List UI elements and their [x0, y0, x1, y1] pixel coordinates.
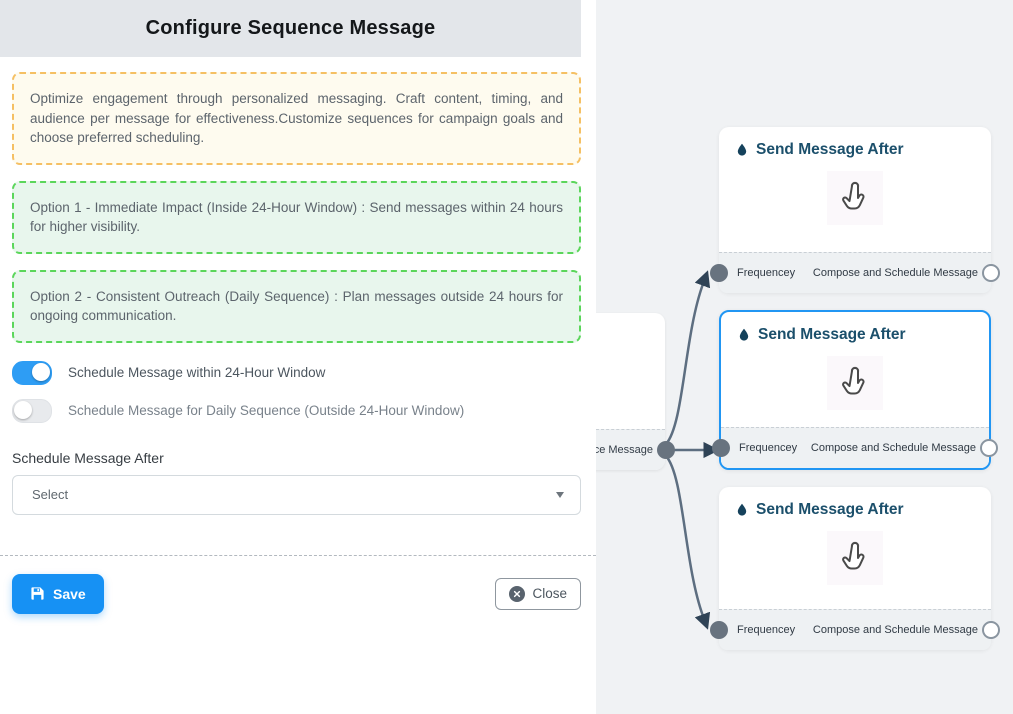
flow-node-send-message-2[interactable]: Send Message After Frequencey Compose an… — [712, 310, 998, 470]
input-handle[interactable] — [710, 621, 728, 639]
node-title-text: Send Message After — [756, 501, 904, 518]
toggle-switch-daily-sequence[interactable] — [12, 398, 52, 423]
toggle-row-daily-sequence[interactable]: Schedule Message for Daily Sequence (Out… — [12, 398, 581, 423]
droplet-icon — [737, 143, 747, 156]
panel-body: Optimize engagement through personalized… — [0, 57, 596, 614]
source-handle-label: ce Message — [596, 444, 653, 456]
edge-to-node-1 — [664, 270, 711, 446]
input-handle-label: Frequencey — [739, 442, 798, 454]
save-icon — [31, 587, 44, 601]
panel-header: Configure Sequence Message — [0, 0, 581, 57]
chevron-down-icon — [556, 491, 564, 498]
flow-node-source-partial[interactable]: ce Message — [596, 313, 665, 470]
node-title-text: Send Message After — [758, 326, 906, 343]
output-handle[interactable] — [980, 439, 998, 457]
toggle-knob — [14, 400, 32, 419]
configure-sequence-panel: Configure Sequence Message Optimize enga… — [0, 0, 596, 614]
toggle-row-24hr-window[interactable]: Schedule Message within 24-Hour Window — [12, 360, 581, 385]
node-footer: Frequencey Compose and Schedule Message — [721, 427, 989, 468]
node-title-text: Send Message After — [756, 141, 904, 158]
flow-node-send-message-3[interactable]: Send Message After Frequencey Compose an… — [710, 487, 1000, 650]
input-handle-label: Frequencey — [737, 624, 796, 636]
tap-hand-icon — [827, 356, 883, 410]
node-body: Send Message After — [719, 127, 991, 252]
output-handle[interactable] — [982, 621, 1000, 639]
node-title: Send Message After — [735, 501, 975, 519]
output-handle-label: Compose and Schedule Message — [812, 624, 978, 636]
info-text: Optimize engagement through personalized… — [30, 91, 563, 146]
input-handle-label: Frequencey — [737, 267, 796, 279]
schedule-after-select[interactable]: Select — [12, 474, 581, 515]
button-row: Save Close — [12, 556, 581, 614]
node-body: Send Message After — [719, 487, 991, 609]
info-box-description: Optimize engagement through personalized… — [12, 72, 581, 165]
output-handle-label: Compose and Schedule Message — [812, 267, 978, 279]
edge-to-node-3 — [664, 454, 711, 630]
toggle-group: Schedule Message within 24-Hour Window S… — [12, 360, 581, 423]
option-2-box: Option 2 - Consistent Outreach (Daily Se… — [12, 269, 581, 343]
tap-hand-icon — [827, 531, 883, 585]
source-node-footer: ce Message — [596, 429, 665, 470]
tap-hand-icon — [827, 171, 883, 225]
toggle-switch-24hr-window[interactable] — [12, 360, 52, 385]
option-1-box: Option 1 - Immediate Impact (Inside 24-H… — [12, 180, 581, 254]
node-body: Send Message After — [721, 312, 989, 427]
node-footer: Frequencey Compose and Schedule Message — [719, 609, 991, 650]
droplet-icon — [737, 503, 747, 516]
input-handle[interactable] — [712, 439, 730, 457]
save-button[interactable]: Save — [12, 573, 104, 614]
input-handle[interactable] — [710, 264, 728, 282]
option-1-text: Option 1 - Immediate Impact (Inside 24-H… — [30, 199, 563, 235]
panel-title: Configure Sequence Message — [145, 17, 436, 39]
node-title: Send Message After — [737, 326, 973, 344]
droplet-icon — [739, 328, 749, 341]
footer-divider — [0, 554, 596, 556]
select-value: Select — [32, 487, 69, 503]
toggle-label-daily-sequence: Schedule Message for Daily Sequence (Out… — [68, 403, 465, 419]
save-button-label: Save — [53, 585, 86, 602]
option-2-text: Option 2 - Consistent Outreach (Daily Se… — [30, 288, 563, 324]
flow-canvas[interactable]: ce Message Send Message After — [596, 0, 1013, 714]
close-button-label: Close — [532, 586, 567, 602]
output-handle[interactable] — [982, 264, 1000, 282]
close-icon — [509, 585, 526, 602]
node-footer: Frequencey Compose and Schedule Message — [719, 252, 991, 293]
node-title: Send Message After — [735, 141, 975, 159]
toggle-knob — [32, 362, 50, 381]
flow-node-send-message-1[interactable]: Send Message After Frequencey Compose an… — [710, 127, 1000, 293]
close-button[interactable]: Close — [495, 577, 581, 610]
output-handle-label: Compose and Schedule Message — [810, 442, 976, 454]
schedule-after-label: Schedule Message After — [12, 449, 164, 466]
toggle-label-24hr-window: Schedule Message within 24-Hour Window — [68, 365, 326, 381]
